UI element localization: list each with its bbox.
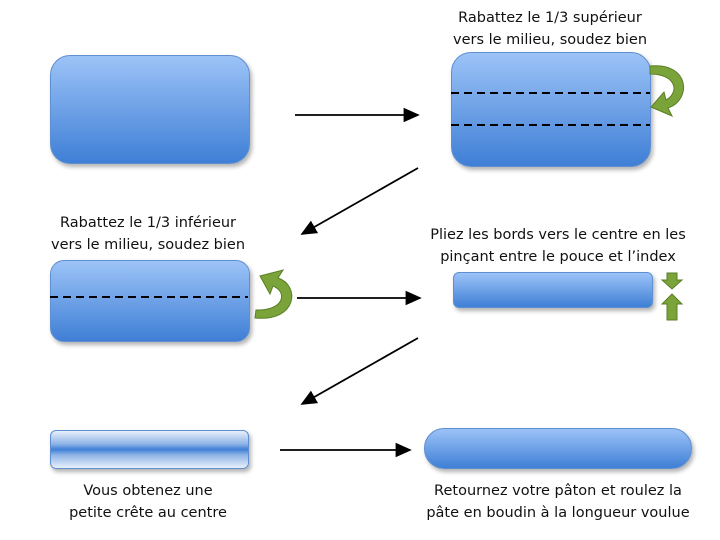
caption-line: Vous obtenez une [83, 483, 213, 499]
caption-line: pâte en boudin à la longueur voulue [426, 505, 690, 521]
caption-line: Pliez les bords vers le centre en les [430, 227, 686, 243]
caption-step4: Pliez les bords vers le centre en les pin… [408, 224, 708, 268]
arrow-down-icon [660, 272, 684, 290]
caption-step2: Rabattez le 1/3 supérieur vers le milieu,… [420, 7, 680, 51]
caption-line: Retournez votre pâton et roulez la [434, 483, 682, 499]
caption-line: pinçant entre le pouce et l’index [440, 249, 676, 265]
caption-line: vers le milieu, soudez bien [50, 237, 246, 253]
fold-line [50, 92, 650, 298]
dough-ridge-step5 [50, 430, 249, 469]
curved-fold-arrow-icon [254, 269, 293, 319]
caption-step6: Retournez votre pâton et roulez la pâte e… [408, 480, 708, 524]
dough-rectangle-step2 [451, 52, 651, 167]
caption-line: Rabattez le 1/3 supérieur [458, 10, 642, 26]
arrow-diagonal-1 [300, 167, 419, 235]
dough-rectangle-step3 [50, 260, 250, 342]
dough-rectangle-step1 [50, 55, 250, 164]
curved-fold-arrow-icon [649, 65, 684, 117]
caption-step3: Rabattez le 1/3 inférieur vers le milieu,… [20, 212, 276, 256]
dough-log-step6 [424, 428, 692, 469]
caption-step5: Vous obtenez une petite crête au centre [20, 480, 276, 524]
caption-line: Rabattez le 1/3 inférieur [59, 215, 237, 231]
dough-strip-step4 [453, 272, 653, 308]
caption-line: petite crête au centre [69, 505, 227, 521]
caption-line: vers le milieu, soudez bien [452, 32, 648, 48]
arrow-up-icon [660, 293, 684, 321]
arrow-diagonal-2 [300, 337, 419, 405]
